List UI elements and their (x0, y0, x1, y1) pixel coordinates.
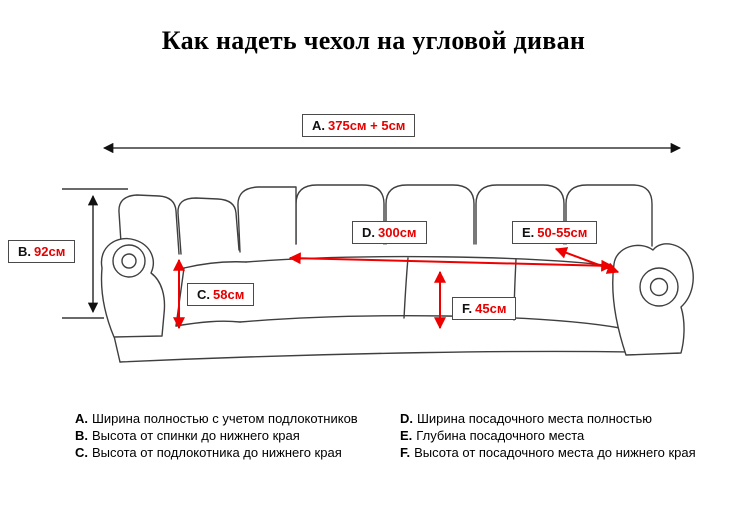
page-title: Как надеть чехол на угловой диван (161, 26, 586, 55)
dimension-label-c: C.58см (187, 283, 255, 306)
dimension-arrow-d (288, 252, 614, 272)
legend-letter: D. (400, 411, 413, 426)
black-dimension-arrows (62, 142, 682, 319)
legend-item: A. Ширина полностью с учетом подлокотнико… (75, 410, 358, 427)
red-dimension-arrows (173, 247, 620, 330)
armrest-scroll (649, 277, 669, 297)
legend-letter: E. (400, 428, 413, 443)
dimension-label-e: E.50-55см (512, 221, 598, 244)
dimension-letter: B. (18, 244, 31, 259)
armrest-scroll (121, 253, 137, 269)
dimension-label-b: B.92см (8, 240, 76, 263)
sofa-base (113, 335, 121, 363)
legend-left-column: A. Ширина полностью с учетом подлокотнико… (75, 410, 358, 461)
legend-item: F.Высота от посадочного места до нижнего… (400, 444, 696, 461)
legend-item: E.Глубина посадочного места (400, 427, 696, 444)
dimension-label-d: D.300см (352, 221, 427, 244)
sofa-seat-edge (183, 261, 247, 269)
dimension-value: 300см (378, 225, 417, 240)
dimension-value: 45см (475, 301, 507, 316)
dimension-label-a: A.375см + 5см (302, 114, 416, 137)
legend-letter: B. (75, 428, 88, 443)
legend-text: Высота от посадочного места до нижнего к… (414, 445, 696, 460)
legend-item: B. Высота от спинки до нижнего края (75, 427, 358, 444)
armrest-scroll (112, 244, 146, 278)
dimension-letter: E. (522, 225, 535, 240)
sofa-back-cushion (177, 197, 240, 255)
dimension-value: 58см (213, 287, 245, 302)
sofa-corner-cushion (237, 186, 297, 253)
legend-letter: A. (75, 411, 88, 426)
dimension-letter: C. (197, 287, 210, 302)
sofa-drawing (100, 184, 694, 363)
dimension-letter: A. (312, 118, 325, 133)
legend-letter: C. (75, 445, 88, 460)
dimension-value: 50-55см (537, 225, 588, 240)
legend-text: Глубина посадочного места (416, 428, 585, 443)
sofa-seat-division (403, 257, 409, 319)
legend-text: Высота от подлокотника до нижнего края (92, 445, 342, 460)
sofa-seat-front (239, 315, 621, 329)
sofa-seat-front (175, 320, 241, 327)
sofa-base (119, 350, 679, 363)
legend-text: Ширина полностью с учетом подлокотников (92, 411, 358, 426)
legend-item: D. Ширина посадочного места полностью (400, 410, 696, 427)
dimension-letter: D. (362, 225, 375, 240)
legend-letter: F. (400, 445, 411, 460)
legend-item: C. Высота от подлокотника до нижнего края (75, 444, 358, 461)
dimension-label-f: F.45см (452, 297, 517, 320)
legend-text: Высота от спинки до нижнего края (92, 428, 300, 443)
dimension-letter: F. (462, 301, 473, 316)
legend-right-column: D. Ширина посадочного места полностью E.Г… (400, 410, 696, 461)
dimension-value: 92см (34, 244, 66, 259)
dimension-value: 375см + 5см (328, 118, 406, 133)
dimension-arrow-e (554, 247, 620, 274)
armrest-scroll (639, 267, 679, 307)
legend-text: Ширина посадочного места полностью (417, 411, 652, 426)
